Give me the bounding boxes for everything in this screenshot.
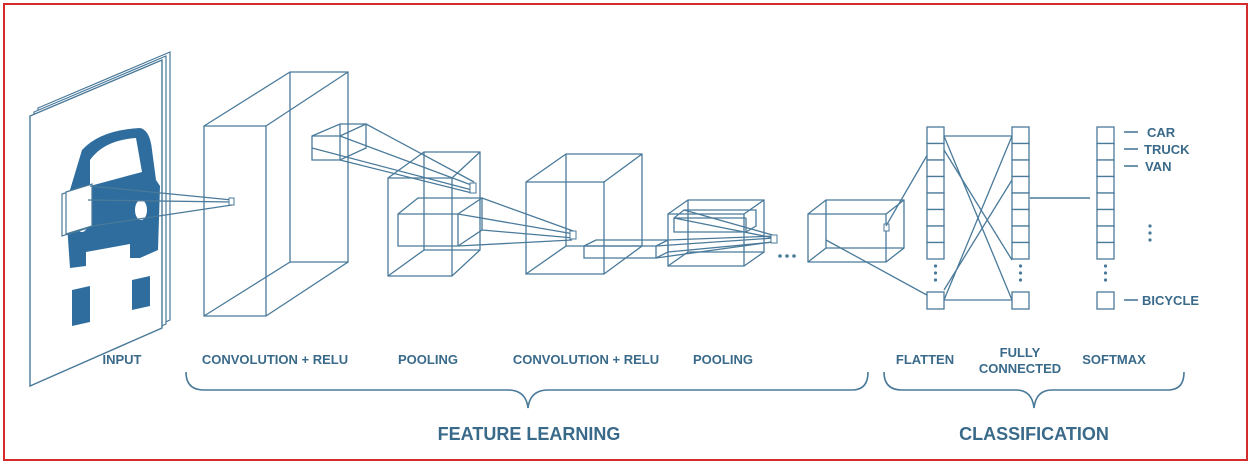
flatten-neuron xyxy=(926,225,945,244)
feature-learning-brace xyxy=(185,371,869,409)
fully-connected-column xyxy=(1011,126,1030,310)
flatten-neuron xyxy=(926,241,945,260)
flatten-ellipsis-dot xyxy=(933,271,938,275)
softmax-neuron xyxy=(1096,241,1115,260)
flatten-neuron xyxy=(926,192,945,211)
softmax-neuron xyxy=(1096,175,1115,194)
softmax-neuron xyxy=(1096,225,1115,244)
flatten-neuron xyxy=(926,175,945,194)
softmax-neuron xyxy=(1096,192,1115,211)
label-conv1: CONVOLUTION + RELU xyxy=(202,352,348,367)
fc-ellipsis-dot xyxy=(1018,264,1023,268)
label-flatten: FLATTEN xyxy=(896,352,954,367)
label-pool1: POOLING xyxy=(398,352,458,367)
diagram-frame xyxy=(3,3,1248,461)
classification-brace xyxy=(883,371,1185,409)
class-ellipsis xyxy=(1148,224,1152,242)
softmax-ellipsis-dot xyxy=(1103,271,1108,275)
label-classification: CLASSIFICATION xyxy=(959,424,1109,444)
flatten-neuron xyxy=(926,208,945,227)
flatten-neuron xyxy=(926,126,945,145)
flatten-neuron-last xyxy=(926,291,945,310)
fc-neuron xyxy=(1011,175,1030,194)
softmax-neuron xyxy=(1096,159,1115,178)
fc-neuron xyxy=(1011,192,1030,211)
label-fully: FULLY xyxy=(1000,345,1041,360)
class-label-truck: TRUCK xyxy=(1144,142,1190,157)
softmax-neuron-last xyxy=(1096,291,1115,310)
label-pool2: POOLING xyxy=(693,352,753,367)
final-feature-volume xyxy=(807,139,937,301)
class-ticks xyxy=(1124,131,1138,301)
flatten-neuron xyxy=(926,142,945,161)
class-label-van: VAN xyxy=(1145,159,1171,174)
pool2-volume xyxy=(667,199,778,267)
layers-ellipsis xyxy=(778,254,796,258)
flatten-neuron xyxy=(926,159,945,178)
label-input: INPUT xyxy=(103,352,142,367)
label-feature-learning: FEATURE LEARNING xyxy=(438,424,621,444)
class-label-bicycle: BICYCLE xyxy=(1142,293,1199,308)
flatten-column xyxy=(926,126,945,310)
fc-neuron xyxy=(1011,241,1030,260)
fc-ellipsis-dot xyxy=(1018,271,1023,275)
input-receptive-field xyxy=(61,183,235,237)
fc-ellipsis-dot xyxy=(1018,278,1023,282)
softmax-ellipsis-dot xyxy=(1103,278,1108,282)
fc-neuron xyxy=(1011,142,1030,161)
conv1-volume xyxy=(203,71,475,317)
fc-neuron xyxy=(1011,225,1030,244)
flatten-ellipsis-dot xyxy=(933,278,938,282)
flatten-fc-connections xyxy=(943,135,1090,301)
softmax-neuron xyxy=(1096,142,1115,161)
fc-neuron-last xyxy=(1011,291,1030,310)
softmax-neuron xyxy=(1096,208,1115,227)
label-connected: CONNECTED xyxy=(979,361,1061,376)
class-label-car: CAR xyxy=(1147,125,1176,140)
label-conv2: CONVOLUTION + RELU xyxy=(513,352,659,367)
flatten-ellipsis-dot xyxy=(933,264,938,268)
softmax-column xyxy=(1096,126,1115,310)
softmax-ellipsis-dot xyxy=(1103,264,1108,268)
fc-neuron xyxy=(1011,126,1030,145)
softmax-neuron xyxy=(1096,126,1115,145)
pool1-volume xyxy=(387,151,577,277)
fc-neuron xyxy=(1011,159,1030,178)
label-softmax: SOFTMAX xyxy=(1082,352,1146,367)
fc-neuron xyxy=(1011,208,1030,227)
